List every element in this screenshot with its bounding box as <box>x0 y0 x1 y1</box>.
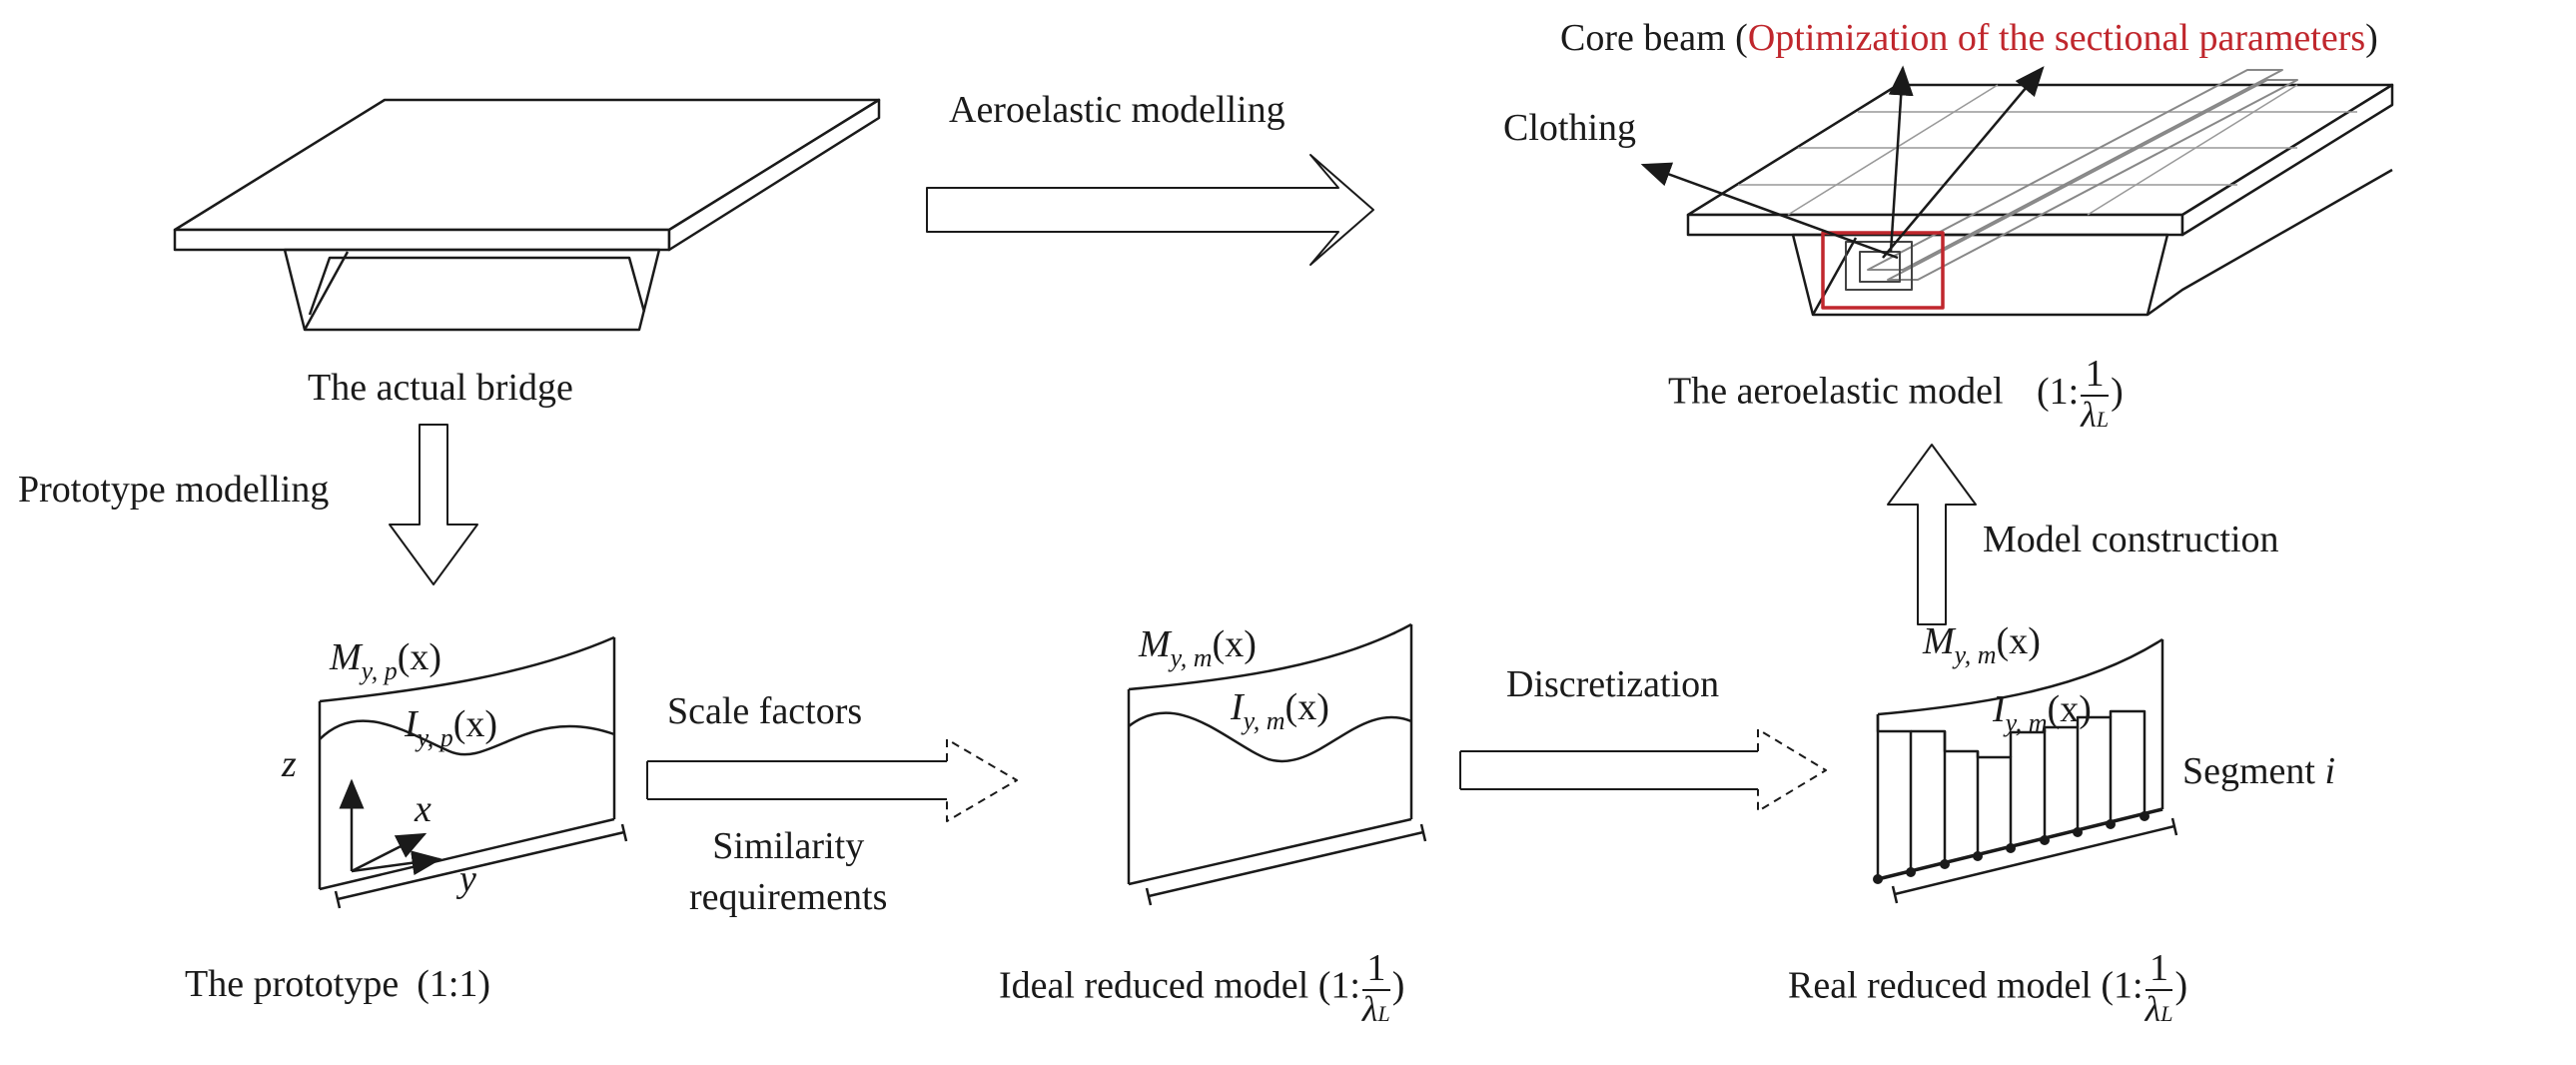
aeroelastic-modelling-label: Aeroelastic modelling <box>949 89 1286 131</box>
core-beam-label: Core beam (Optimization of the sectional… <box>1560 17 2378 59</box>
moment-ideal-label: My, m(x) <box>1139 623 1257 672</box>
axis-z-label: z <box>282 743 297 785</box>
discretization-arrow <box>1459 728 1827 812</box>
aeroelastic-model-drawing <box>1640 65 2394 317</box>
model-construction-label: Model construction <box>1983 519 2279 560</box>
discretization-label: Discretization <box>1506 663 1720 705</box>
model-construction-arrow <box>1887 444 1977 625</box>
moment-real-label: My, m(x) <box>1923 620 2041 669</box>
prototype-beam-drawing <box>318 635 628 909</box>
axis-x-label: x <box>415 788 431 830</box>
aeroelastic-modelling-arrow <box>926 154 1374 266</box>
scale-factors-label: Scale factors <box>667 690 863 732</box>
real-model-nodes <box>1873 811 2149 884</box>
inertia-real-label: Iy, m(x) <box>1993 688 2092 737</box>
actual-bridge-drawing <box>173 98 881 332</box>
actual-bridge-label: The actual bridge <box>308 367 573 409</box>
real-model-beam-drawing <box>1876 637 2178 904</box>
axis-y-label: y <box>459 858 476 900</box>
inertia-ideal-label: Iy, m(x) <box>1231 686 1329 735</box>
inertia-prototype-label: Iy, p(x) <box>405 703 498 752</box>
ideal-model-beam-drawing <box>1127 622 1427 906</box>
prototype-modelling-label: Prototype modelling <box>18 469 330 511</box>
scale-factors-arrow <box>646 738 1018 822</box>
clothing-label: Clothing <box>1503 107 1637 149</box>
optimization-label: Optimization of the sectional parameters <box>1747 17 2366 59</box>
prototype-modelling-arrow <box>389 424 478 585</box>
moment-prototype-label: My, p(x) <box>330 636 442 685</box>
prototype-label: The prototype(1:1) <box>185 963 491 1005</box>
segment-label: Segment i <box>2182 750 2336 792</box>
